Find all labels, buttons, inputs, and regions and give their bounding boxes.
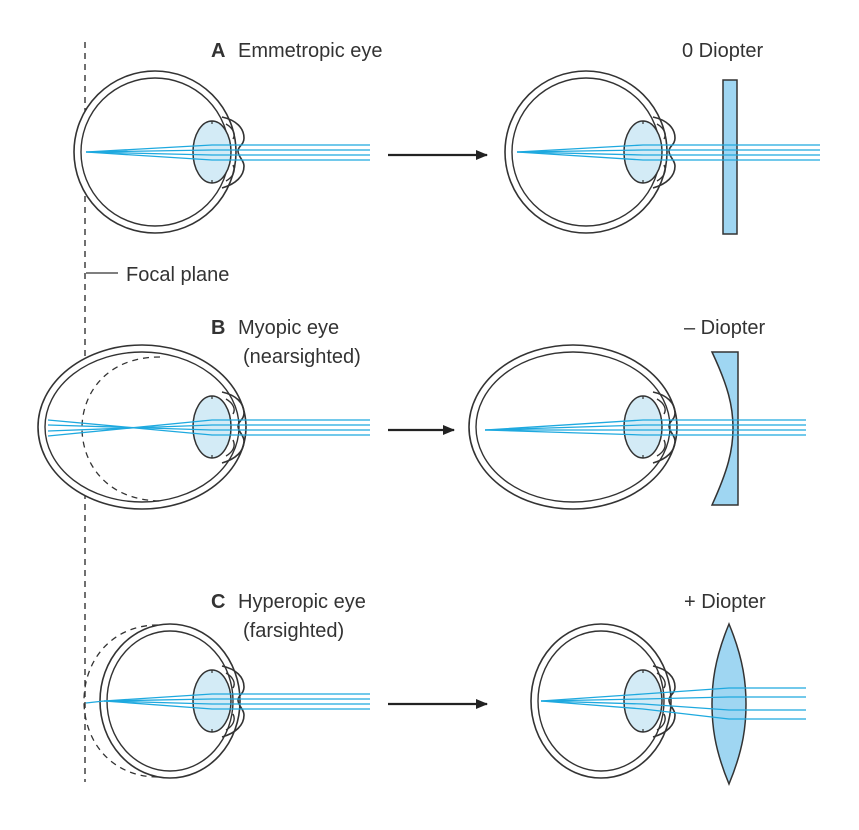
panel-c-letter: C [211, 591, 225, 613]
panel-c: C Hyperopic eye (farsighted) [83, 591, 806, 786]
hyperopic-eye [83, 623, 370, 779]
light-rays [47, 419, 370, 437]
panel-b-title: Myopic eye [238, 317, 339, 339]
panel-b: B Myopic eye (nearsighted) [37, 317, 806, 510]
panel-b-letter: B [211, 317, 225, 339]
concave-lens [710, 351, 739, 506]
panel-b-subtitle: (nearsighted) [243, 346, 361, 368]
flat-lens [722, 79, 738, 235]
panel-a-letter: A [211, 40, 225, 62]
light-rays [85, 144, 370, 161]
light-rays [85, 693, 370, 710]
convex-lens [711, 622, 747, 786]
panel-c-title: Hyperopic eye [238, 591, 366, 613]
focal-plane-label: Focal plane [126, 264, 229, 286]
myopic-eye [37, 344, 370, 510]
lens-label-b: – Diopter [684, 317, 765, 339]
panel-a: A Emmetropic eye 0 Diopt [73, 40, 820, 235]
light-rays [484, 419, 806, 436]
lens-label-c: + Diopter [684, 591, 766, 613]
panel-a-title: Emmetropic eye [238, 40, 383, 62]
emmetropic-eye-with-lens [504, 70, 676, 234]
light-rays [516, 144, 820, 161]
emmetropic-eye [73, 70, 370, 234]
light-rays [540, 687, 806, 720]
hyperopic-eye-with-lens [530, 623, 676, 779]
lens-label-a: 0 Diopter [682, 40, 763, 62]
panel-c-subtitle: (farsighted) [243, 620, 344, 642]
